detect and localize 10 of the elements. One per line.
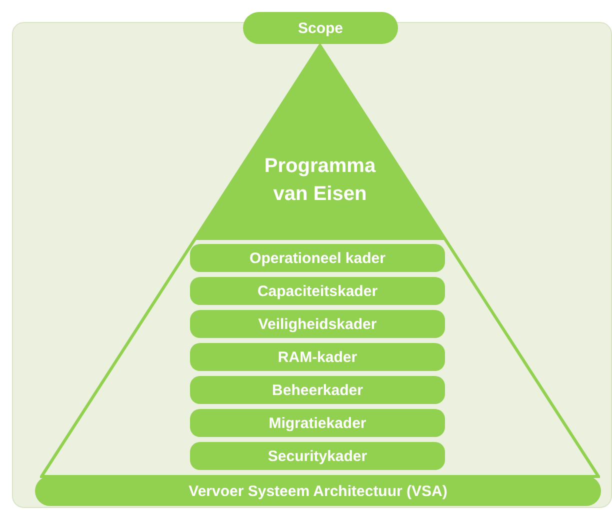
pyramid-heading: Programma van Eisen: [263, 154, 377, 207]
framework-bar: Beheerkader: [190, 376, 445, 404]
framework-bar: Migratiekader: [190, 409, 445, 437]
framework-bar: Securitykader: [190, 442, 445, 470]
framework-bar: Operationeel kader: [190, 244, 445, 272]
framework-bar: RAM-kader: [190, 343, 445, 371]
framework-bar: Capaciteitskader: [190, 277, 445, 305]
scope-pill: Scope: [243, 12, 398, 44]
base-bar: Vervoer Systeem Architectuur (VSA): [35, 476, 601, 506]
framework-bar: Veiligheidskader: [190, 310, 445, 338]
